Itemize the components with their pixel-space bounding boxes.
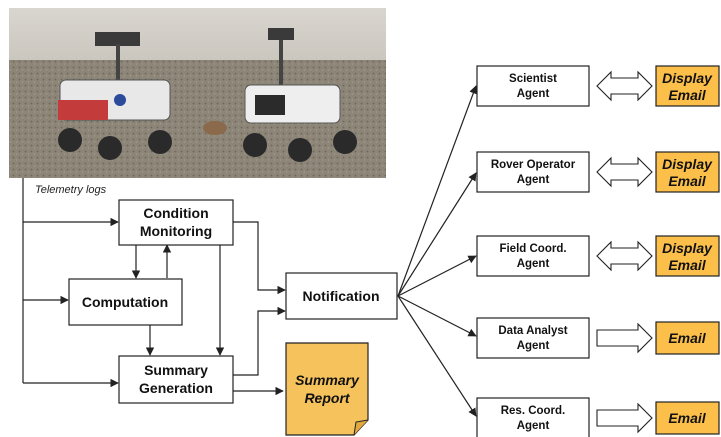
right-arrow-icon: [596, 402, 653, 434]
double-arrow-icon: [596, 156, 653, 188]
agent-label: Agent: [517, 340, 550, 352]
rover-photo: [9, 8, 386, 178]
agent-label: Agent: [517, 258, 550, 270]
rover-right-icon: [243, 28, 357, 162]
svg-text:Summary: Summary: [295, 372, 360, 388]
telemetry-logs-label: Telemetry logs: [35, 184, 107, 196]
agent-box: Field Coord. Agent: [476, 235, 590, 277]
condition-monitoring-box: Condition Monitoring: [118, 199, 234, 246]
output-box: Email: [655, 321, 720, 355]
output-label: Email: [668, 257, 706, 273]
agent-label: Rover Operator: [491, 159, 576, 171]
telemetry-feed-lines: [22, 178, 119, 388]
agent-label: Agent: [517, 420, 550, 432]
right-arrow-icon: [596, 322, 653, 354]
agent-label: Agent: [517, 174, 550, 186]
agent-label: Agent: [517, 88, 550, 100]
svg-text:Notification: Notification: [303, 288, 380, 304]
svg-text:Computation: Computation: [82, 294, 168, 310]
output-label: Display: [662, 156, 713, 172]
svg-text:Condition: Condition: [143, 205, 208, 221]
agent-label: Res. Coord.: [501, 405, 566, 417]
agent-row: Res. Coord. Agent Email: [476, 397, 720, 437]
notification-fanout-arrows: [397, 85, 478, 417]
output-label: Email: [668, 330, 706, 346]
summary-report-document: Summary Report: [285, 342, 369, 436]
computation-box: Computation: [68, 278, 183, 326]
output-label: Email: [668, 410, 706, 426]
double-arrow-icon: [596, 240, 653, 272]
svg-text:Monitoring: Monitoring: [140, 223, 212, 239]
agent-label: Field Coord.: [499, 243, 566, 255]
output-label: Email: [668, 87, 706, 103]
svg-text:Generation: Generation: [139, 380, 213, 396]
output-label: Display: [662, 70, 713, 86]
agent-box: Res. Coord. Agent: [476, 397, 590, 437]
agent-label: Scientist: [509, 73, 557, 85]
double-arrow-icon: [596, 70, 653, 102]
rover-left-icon: [58, 32, 172, 160]
svg-text:Report: Report: [304, 390, 350, 406]
output-label: Display: [662, 240, 713, 256]
agent-label: Data Analyst: [498, 325, 567, 337]
summary-generation-box: Summary Generation: [118, 355, 234, 404]
svg-text:Summary: Summary: [144, 362, 208, 378]
notification-box: Notification: [285, 272, 398, 320]
output-box: Email: [655, 401, 720, 435]
process-arrows: [131, 221, 286, 396]
output-label: Email: [668, 173, 706, 189]
